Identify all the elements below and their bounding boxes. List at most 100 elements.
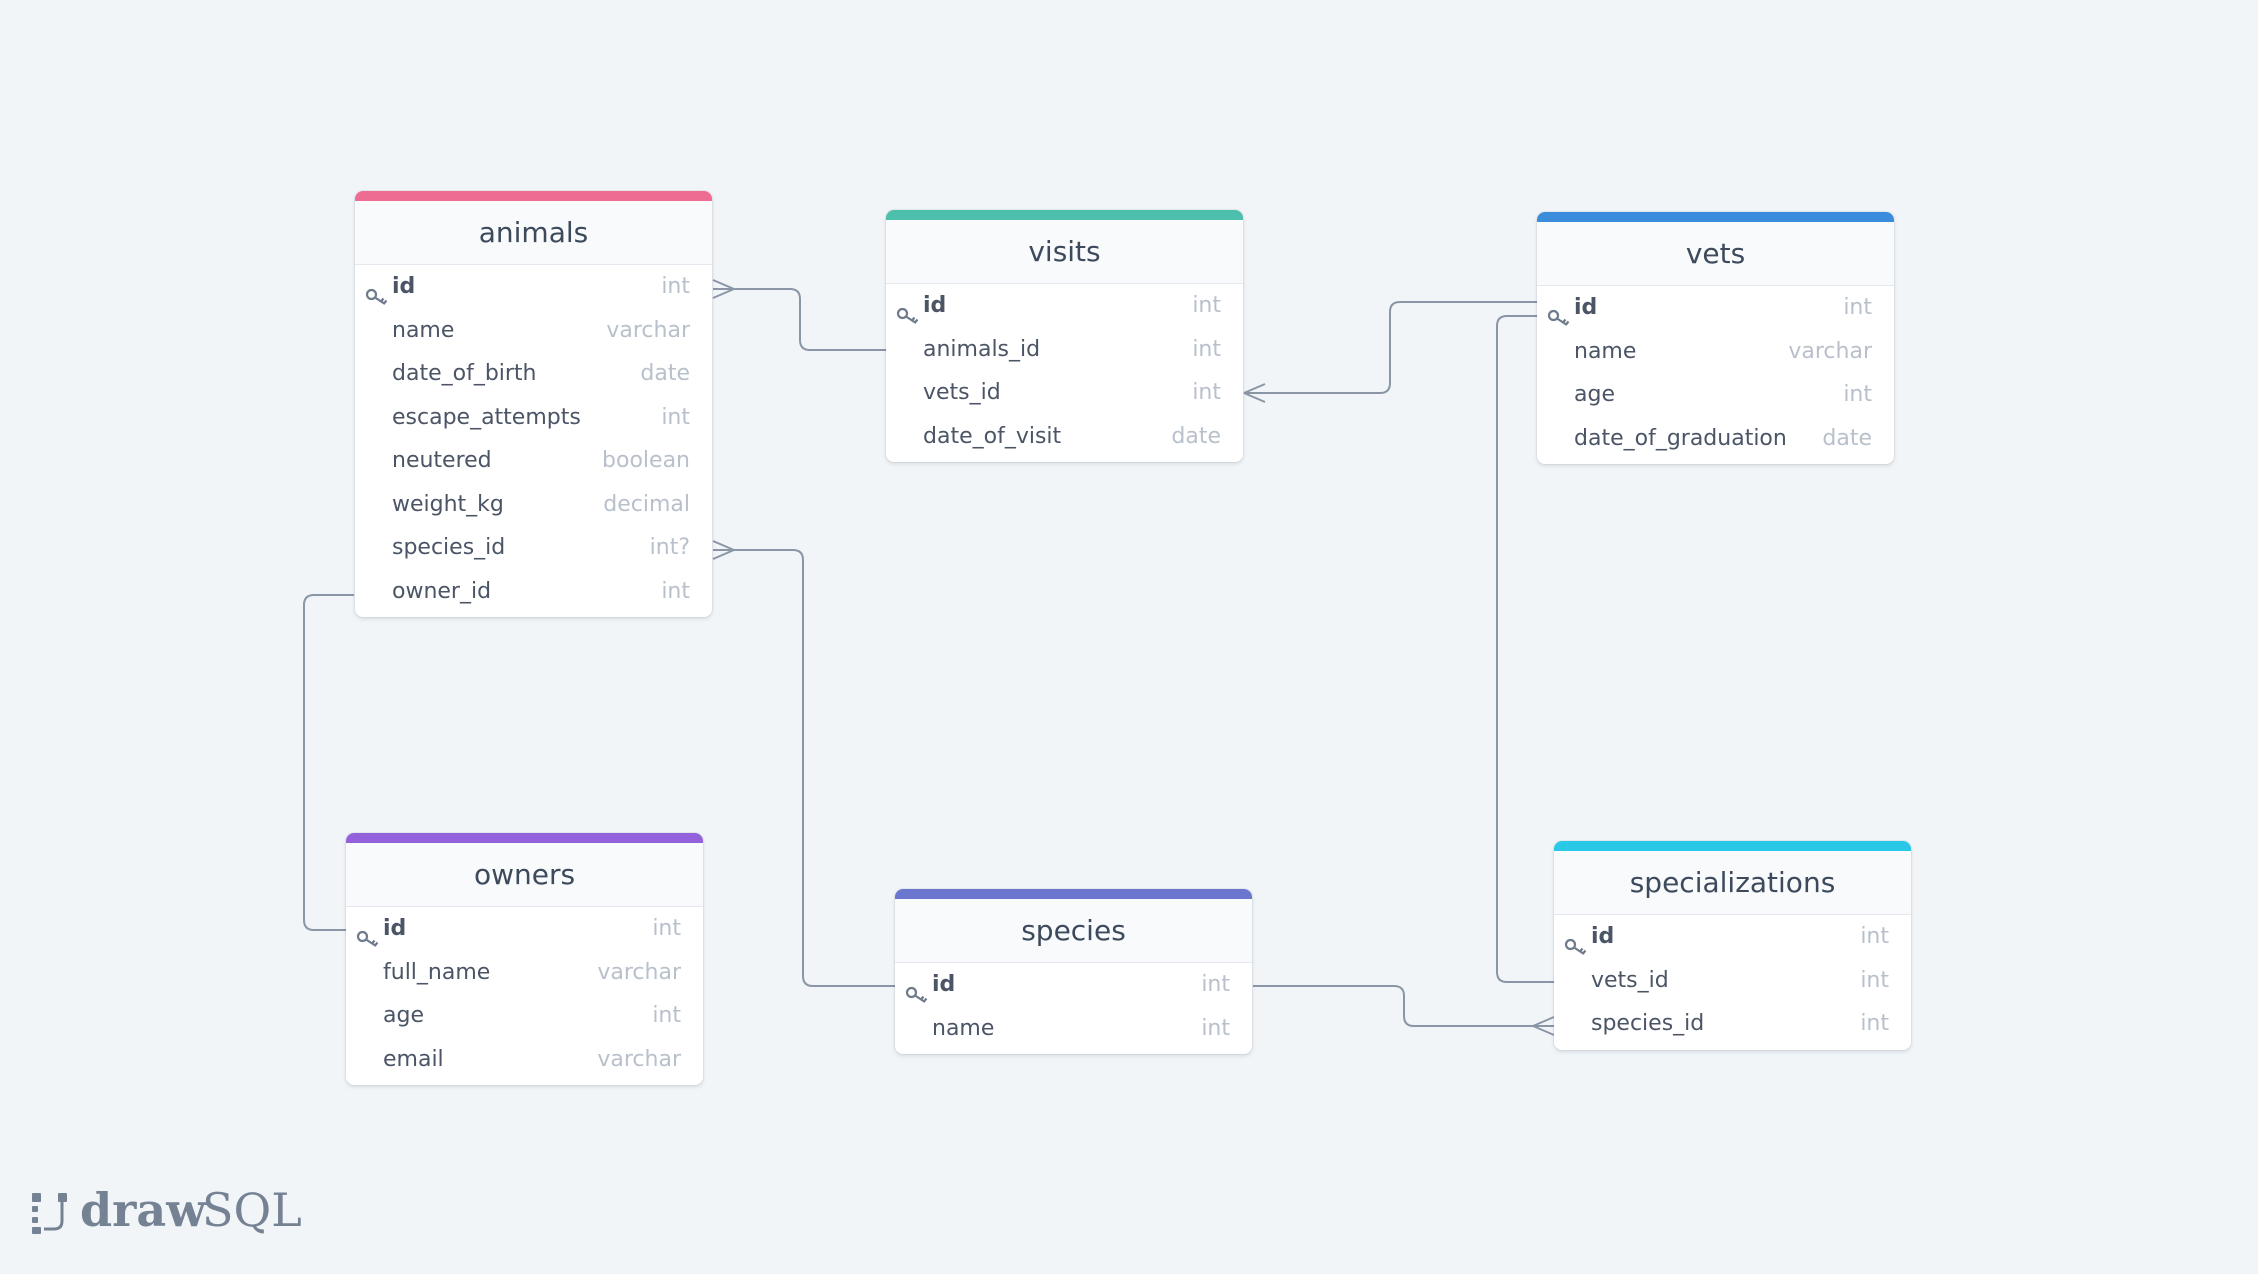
column-type: date bbox=[1822, 425, 1872, 451]
column-row-id[interactable]: id int bbox=[886, 284, 1243, 328]
column-name: animals_id bbox=[923, 336, 1041, 362]
column-name: id bbox=[1591, 924, 1615, 949]
table-accent-bar bbox=[346, 833, 703, 843]
column-row-id[interactable]: id int bbox=[1554, 915, 1911, 959]
table-title[interactable]: vets bbox=[1537, 222, 1894, 286]
column-row-neutered[interactable]: neutered boolean bbox=[355, 439, 712, 483]
column-name: date_of_graduation bbox=[1574, 425, 1787, 451]
table-title[interactable]: animals bbox=[355, 201, 712, 265]
column-name: id bbox=[932, 972, 956, 997]
column-name: id bbox=[383, 916, 407, 941]
column-row-owner-id[interactable]: owner_id int bbox=[355, 570, 712, 614]
table-accent-bar bbox=[895, 889, 1252, 899]
primary-key-icon bbox=[905, 976, 929, 1003]
column-row-vets-id[interactable]: vets_id int bbox=[886, 371, 1243, 415]
relation-visits-vets[interactable] bbox=[1244, 301, 1537, 394]
logo-text-draw: draw bbox=[80, 1183, 206, 1237]
drawsql-logo-icon bbox=[32, 1193, 67, 1234]
column-name: vets_id bbox=[1591, 967, 1669, 993]
column-row-id[interactable]: id int bbox=[355, 265, 712, 309]
column-type: decimal bbox=[603, 491, 690, 517]
column-name: id bbox=[392, 274, 416, 299]
crowfoot-many-specializations-species-id bbox=[1532, 1016, 1555, 1036]
column-row-id[interactable]: id int bbox=[1537, 286, 1894, 330]
column-name: email bbox=[383, 1046, 444, 1072]
column-type: varchar bbox=[1788, 338, 1872, 364]
column-name: id bbox=[1574, 295, 1598, 320]
table-title[interactable]: owners bbox=[346, 843, 703, 907]
column-type: int bbox=[1192, 380, 1221, 405]
column-type: int bbox=[1192, 336, 1221, 362]
column-type: int bbox=[1860, 967, 1889, 993]
relation-animals-species[interactable] bbox=[713, 549, 895, 987]
primary-key-icon bbox=[356, 920, 380, 947]
column-name: neutered bbox=[392, 448, 492, 473]
column-row-id[interactable]: id int bbox=[895, 963, 1252, 1007]
column-name: vets_id bbox=[923, 380, 1001, 405]
column-type: int bbox=[1201, 972, 1230, 997]
column-type: varchar bbox=[606, 317, 690, 343]
table-accent-bar bbox=[886, 210, 1243, 220]
column-row-id[interactable]: id int bbox=[346, 907, 703, 951]
primary-key-icon bbox=[896, 297, 920, 324]
column-name: species_id bbox=[1591, 1011, 1705, 1036]
crowfoot-many-animals-species-id bbox=[712, 540, 735, 560]
column-type: int bbox=[652, 1003, 681, 1028]
column-name: name bbox=[932, 1015, 995, 1041]
column-name: age bbox=[383, 1003, 424, 1028]
column-type: date bbox=[640, 361, 690, 386]
table-title[interactable]: visits bbox=[886, 220, 1243, 284]
column-row-name[interactable]: name varchar bbox=[1537, 330, 1894, 374]
column-type: boolean bbox=[602, 448, 690, 473]
table-title[interactable]: species bbox=[895, 899, 1252, 963]
column-type: int bbox=[661, 404, 690, 430]
logo-text-sql: SQL bbox=[202, 1183, 302, 1237]
crowfoot-many-animals-id bbox=[712, 279, 735, 299]
column-type: int bbox=[1843, 382, 1872, 407]
column-type: int bbox=[1192, 293, 1221, 318]
column-type: date bbox=[1171, 423, 1221, 449]
column-name: owner_id bbox=[392, 578, 492, 604]
table-vets[interactable]: vets id int name varchar age int date_of_gradu… bbox=[1537, 212, 1894, 464]
column-row-date-of-graduation[interactable]: date_of_graduation date bbox=[1537, 417, 1894, 461]
column-name: id bbox=[923, 293, 947, 318]
column-type: varchar bbox=[597, 1046, 681, 1072]
column-type: int? bbox=[649, 535, 690, 560]
column-type: int bbox=[1860, 924, 1889, 949]
table-specializations[interactable]: specializations id int vets_id int species_i… bbox=[1554, 841, 1911, 1050]
column-name: name bbox=[1574, 338, 1637, 364]
column-type: int bbox=[661, 274, 690, 299]
relation-visits-animals[interactable] bbox=[713, 288, 886, 351]
column-row-email[interactable]: email varchar bbox=[346, 1038, 703, 1082]
table-accent-bar bbox=[1537, 212, 1894, 222]
column-row-age[interactable]: age int bbox=[1537, 373, 1894, 417]
table-title[interactable]: specializations bbox=[1554, 851, 1911, 915]
column-type: int bbox=[661, 578, 690, 604]
column-type: int bbox=[652, 916, 681, 941]
column-name: age bbox=[1574, 382, 1615, 407]
primary-key-icon bbox=[365, 278, 389, 305]
column-row-animals-id[interactable]: animals_id int bbox=[886, 328, 1243, 372]
column-type: int bbox=[1843, 295, 1872, 320]
column-row-vets-id[interactable]: vets_id int bbox=[1554, 959, 1911, 1003]
crowfoot-many-visits-vets-id bbox=[1243, 383, 1266, 403]
column-row-age[interactable]: age int bbox=[346, 994, 703, 1038]
relation-specializations-species[interactable] bbox=[1253, 985, 1554, 1027]
